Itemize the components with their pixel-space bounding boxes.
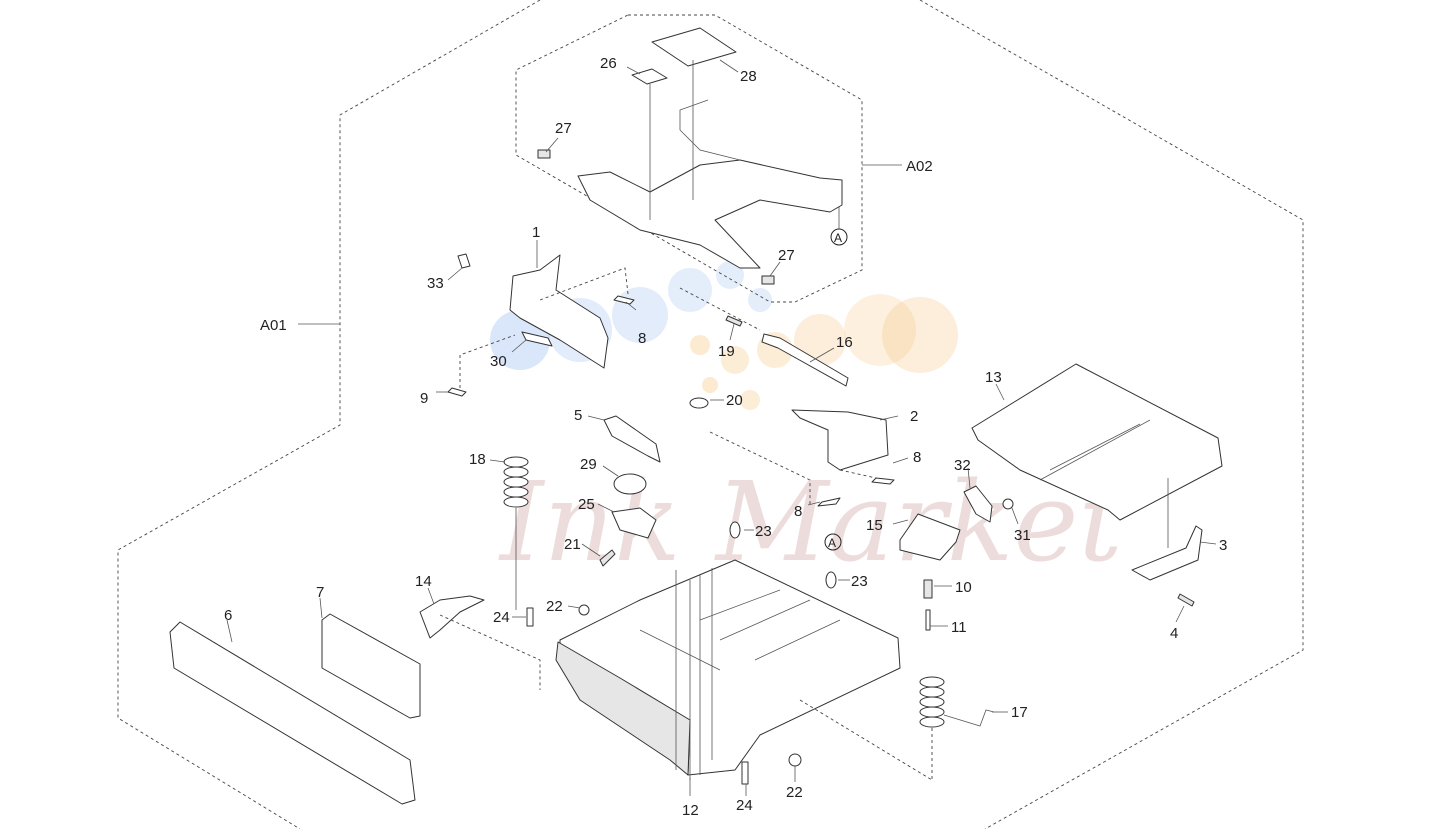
callout-23-top: 23	[755, 523, 772, 540]
callout-8-top: 8	[638, 330, 646, 347]
lever-14	[419, 595, 485, 639]
callout-13: 13	[985, 369, 1002, 386]
washer-22-top	[578, 604, 590, 616]
callout-19: 19	[718, 343, 735, 360]
callout-27-right: 27	[778, 247, 795, 264]
callout-1: 1	[532, 224, 540, 241]
pin-24-bottom	[741, 761, 749, 785]
spring-plate-30	[521, 331, 553, 347]
callout-14: 14	[415, 573, 432, 590]
callout-9: 9	[420, 390, 428, 407]
watermark-text: Ink Market	[498, 458, 1123, 586]
lever-3	[1131, 525, 1203, 581]
callout-8-center: 8	[794, 503, 802, 520]
lever-32	[963, 485, 993, 523]
callout-28: 28	[740, 68, 757, 85]
washer-23-bottom	[825, 571, 837, 589]
cassette-tray-12	[559, 559, 901, 776]
lever-16	[761, 333, 849, 387]
callout-12: 12	[682, 802, 699, 819]
pin-24-top	[526, 607, 534, 627]
assembly-label-a02: A02	[906, 158, 933, 175]
callout-17: 17	[1011, 704, 1028, 721]
front-cover-6	[169, 621, 416, 805]
callout-18: 18	[469, 451, 486, 468]
pin-11	[925, 609, 931, 631]
paper-guide-plate	[577, 159, 843, 269]
washer-20	[689, 397, 709, 409]
callout-10: 10	[955, 579, 972, 596]
callout-25: 25	[578, 496, 595, 513]
ref-a-label-top: A	[834, 231, 842, 245]
roller-29	[613, 473, 647, 495]
a01-boundary	[117, 0, 541, 830]
pad-8-top	[613, 295, 635, 305]
ref-a-label-bottom: A	[828, 536, 836, 550]
callout-21: 21	[564, 536, 581, 553]
callout-33: 33	[427, 275, 444, 292]
callout-20: 20	[726, 392, 743, 409]
pad-8-right	[871, 477, 895, 485]
callout-15: 15	[866, 517, 883, 534]
gear-31	[1002, 498, 1014, 510]
tray-front-wall	[555, 641, 691, 776]
lever-33	[457, 253, 471, 269]
callout-6: 6	[224, 607, 232, 624]
pad-27-left	[537, 149, 551, 159]
callout-4: 4	[1170, 625, 1178, 642]
leader-lines	[226, 59, 1217, 796]
callout-numbers: 1 2 3 4 5 6 7 8 8 8 9 10 11 12 13 14 15 …	[224, 55, 1227, 819]
callout-5: 5	[574, 407, 582, 424]
spring-10	[923, 579, 933, 599]
assembly-label-a01: A01	[260, 317, 287, 334]
bracket-5	[603, 415, 661, 463]
pad-9	[447, 387, 467, 397]
callout-16: 16	[836, 334, 853, 351]
callout-8-right: 8	[913, 449, 921, 466]
callout-27-left: 27	[555, 120, 572, 137]
a01-boundary-right	[919, 0, 1304, 830]
holder-25	[611, 507, 657, 539]
spring-4	[1177, 593, 1195, 607]
callout-31: 31	[1014, 527, 1031, 544]
inner-panel-7	[321, 613, 421, 719]
label-sheet-28	[651, 27, 737, 67]
washer-23-top	[729, 521, 741, 539]
tray-extension-13	[971, 363, 1223, 521]
pad-27-right	[761, 275, 775, 285]
callout-7: 7	[316, 584, 324, 601]
a02-boundary	[515, 14, 863, 303]
callout-23-bottom: 23	[851, 573, 868, 590]
callout-3: 3	[1219, 537, 1227, 554]
spring-21	[599, 549, 616, 567]
washer-22-bottom	[788, 753, 802, 767]
callout-26: 26	[600, 55, 617, 72]
spring-18	[503, 456, 529, 508]
callout-22-top: 22	[546, 598, 563, 615]
side-guide-1	[509, 254, 609, 369]
spring-17	[919, 676, 995, 728]
callout-2: 2	[910, 408, 918, 425]
ref-a-circle-bottom	[824, 533, 842, 551]
callout-22-bottom: 22	[786, 784, 803, 801]
callout-24-top: 24	[493, 609, 510, 626]
plate-15	[899, 513, 961, 561]
callout-11: 11	[951, 619, 967, 636]
callout-24-bottom: 24	[736, 797, 753, 814]
callout-29: 29	[580, 456, 597, 473]
callout-30: 30	[490, 353, 507, 370]
callout-32: 32	[954, 457, 971, 474]
pad-8-center	[817, 497, 841, 507]
spring-19	[725, 315, 743, 327]
label-26	[631, 68, 668, 85]
